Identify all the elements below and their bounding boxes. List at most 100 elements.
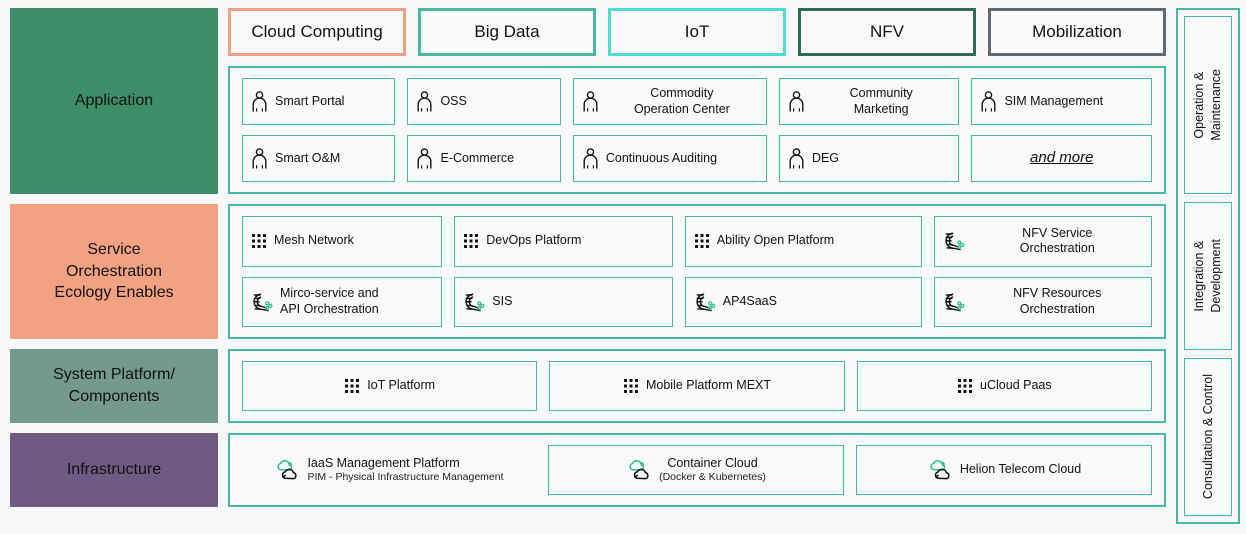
platform-item-iot-platform[interactable]: IoT Platform: [242, 361, 538, 411]
app-item-label: E-Commerce: [440, 150, 515, 165]
app-item-e-commerce[interactable]: E-Commerce: [407, 135, 561, 182]
layer-label-platform-text: System Platform/ Components: [53, 364, 175, 407]
app-item-smart-portal[interactable]: Smart Portal: [242, 78, 396, 125]
app-item-label: Smart O&M: [275, 150, 341, 165]
service-item-label-line1: NFV Resources: [1013, 286, 1102, 301]
app-item-commodity-operation-center[interactable]: Commodity Operation Center: [572, 78, 767, 125]
infra-item-label: Container Cloud (Docker & Kubernetes): [659, 456, 766, 485]
infra-item-label: IaaS Management Platform PIM - Physical …: [307, 456, 503, 485]
sidebar-panel-integration-development[interactable]: Integration & Development: [1184, 202, 1232, 350]
service-item-label-line2: API Orchestration: [280, 301, 379, 316]
layer-label-system-platform: System Platform/ Components: [10, 349, 218, 423]
orchestration-icon: [944, 293, 965, 312]
cloud-icon: [277, 460, 298, 480]
layer-label-service-line2: Orchestration: [65, 262, 163, 280]
app-item-label-line1: Community: [849, 85, 913, 100]
infra-item-subtitle: PIM - Physical Infrastructure Management: [307, 471, 504, 484]
application-row-1: Smart Portal OSS: [242, 78, 1152, 125]
service-item-ability-open-platform[interactable]: Ability Open Platform: [684, 216, 922, 267]
sidebar-panel-consultation-control[interactable]: Consultation & Control: [1184, 358, 1232, 516]
layer-label-service-line1: Service: [87, 241, 141, 259]
infra-item-label: Helion Telecom Cloud: [959, 462, 1082, 477]
service-item-label-line1: Mirco-service and: [280, 286, 379, 301]
cloud-icon: [930, 460, 950, 480]
band-infrastructure: IaaS Management Platform PIM - Physical …: [228, 433, 1166, 507]
application-row-2: Smart O&M E-Commerce C: [242, 135, 1152, 182]
service-item-label: Mirco-service and API Orchestration: [280, 286, 433, 317]
tag-nfv[interactable]: NFV: [798, 8, 976, 56]
person-icon: [583, 148, 598, 169]
tag-iot-label: IoT: [684, 22, 710, 41]
app-item-deg[interactable]: DEG: [778, 135, 960, 182]
app-item-and-more-label: and more: [1030, 149, 1094, 167]
service-item-label: Mesh Network: [274, 233, 354, 248]
layer-label-platform-line1: System Platform/: [53, 366, 175, 384]
service-item-label: NFV Service Orchestration: [972, 226, 1144, 257]
service-item-nfv-resources-orchestration[interactable]: NFV Resources Orchestration: [933, 276, 1152, 327]
app-item-label-line2: Marketing: [853, 101, 909, 116]
person-icon: [417, 148, 432, 169]
platform-row-1: IoT Platform Mobile Platform MEXT: [242, 361, 1152, 411]
app-item-label: OSS: [440, 93, 467, 108]
orchestration-icon: [696, 293, 716, 312]
vertical-capability-sidebar: Operation & Maintenance Integration & De…: [1176, 8, 1240, 524]
layer-label-application-text: Application: [74, 92, 154, 110]
person-icon: [252, 148, 267, 169]
service-item-label: AP4SaaS: [722, 293, 777, 308]
app-item-label-line2: Operation Center: [633, 101, 730, 116]
tag-cloud-computing[interactable]: Cloud Computing: [228, 8, 406, 56]
layer-label-application: Application: [10, 8, 218, 194]
tag-nfv-label: NFV: [870, 22, 904, 41]
tag-mobilization[interactable]: Mobilization: [988, 8, 1166, 56]
infra-item-container-cloud[interactable]: Container Cloud (Docker & Kubernetes): [548, 445, 844, 495]
platform-item-label: Mobile Platform MEXT: [645, 378, 771, 393]
orchestration-icon: [253, 293, 273, 312]
app-item-sim-management[interactable]: SIM Management: [971, 78, 1152, 125]
infra-item-helion-telecom-cloud[interactable]: Helion Telecom Cloud: [856, 445, 1152, 495]
infrastructure-row-1: IaaS Management Platform PIM - Physical …: [242, 445, 1152, 495]
service-row-2: Mirco-service and API Orchestration: [242, 276, 1152, 327]
tag-iot[interactable]: IoT: [608, 8, 786, 56]
tag-big-data-label: Big Data: [474, 22, 540, 41]
layer-label-platform-line2: Components: [68, 388, 160, 405]
grid-icon: [252, 234, 266, 249]
service-item-mesh-network[interactable]: Mesh Network: [242, 216, 443, 267]
service-item-label: NFV Resources Orchestration: [972, 286, 1144, 317]
app-item-and-more[interactable]: and more: [971, 135, 1152, 182]
app-item-oss[interactable]: OSS: [407, 78, 561, 125]
tag-big-data[interactable]: Big Data: [418, 8, 596, 56]
band-system-platform: IoT Platform Mobile Platform MEXT: [228, 349, 1166, 423]
orchestration-icon: [465, 293, 485, 312]
infra-item-iaas-management-platform[interactable]: IaaS Management Platform PIM - Physical …: [242, 445, 536, 495]
person-icon: [789, 148, 804, 169]
person-icon: [417, 91, 432, 112]
service-item-devops-platform[interactable]: DevOps Platform: [454, 216, 673, 267]
app-item-smart-om[interactable]: Smart O&M: [242, 135, 396, 182]
tag-cloud-computing-label: Cloud Computing: [251, 22, 383, 41]
sidebar-panel-operation-maintenance[interactable]: Operation & Maintenance: [1184, 16, 1232, 194]
app-item-community-marketing[interactable]: Community Marketing: [778, 78, 960, 125]
sidebar-panel-operation-maintenance-label: Operation & Maintenance: [1192, 69, 1223, 141]
layer-label-infrastructure-text: Infrastructure: [66, 461, 162, 479]
service-item-sis[interactable]: SIS: [454, 276, 673, 327]
sidebar-panel-integration-development-label: Integration & Development: [1192, 239, 1223, 313]
sidebar-panel-consultation-control-label: Consultation & Control: [1200, 374, 1215, 500]
app-item-label: SIM Management: [1004, 93, 1104, 108]
platform-item-mobile-platform-mext[interactable]: Mobile Platform MEXT: [549, 361, 845, 411]
service-item-label: Ability Open Platform: [716, 233, 835, 248]
platform-item-label: uCloud Paas: [980, 378, 1052, 393]
service-item-nfv-service-orchestration[interactable]: NFV Service Orchestration: [933, 216, 1152, 267]
cloud-icon: [629, 460, 649, 480]
app-item-continuous-auditing[interactable]: Continuous Auditing: [572, 135, 767, 182]
app-item-label: Smart Portal: [275, 93, 345, 108]
service-item-micro-service-api-orchestration[interactable]: Mirco-service and API Orchestration: [242, 276, 443, 327]
platform-item-ucloud-paas[interactable]: uCloud Paas: [856, 361, 1152, 411]
orchestration-icon: [944, 232, 965, 251]
infra-item-subtitle: (Docker & Kubernetes): [659, 471, 766, 484]
layer-label-service-line3: Ecology Enables: [54, 284, 174, 302]
service-row-1: Mesh Network DevOps Platform: [242, 216, 1152, 267]
service-item-ap4saas[interactable]: AP4SaaS: [684, 276, 922, 327]
infra-item-title: IaaS Management Platform: [307, 455, 460, 470]
tag-mobilization-label: Mobilization: [1032, 22, 1122, 41]
